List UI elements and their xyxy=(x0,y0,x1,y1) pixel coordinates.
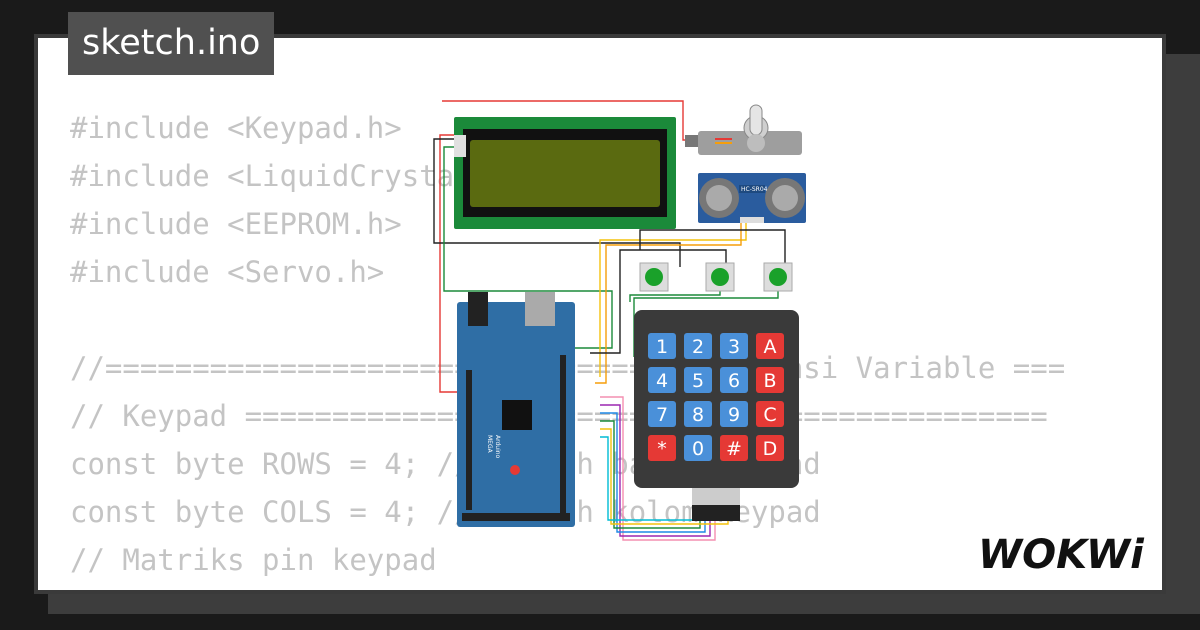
wire-purple xyxy=(600,404,711,537)
wire-red xyxy=(439,134,462,393)
sensor-model-label: HC-SR04 xyxy=(741,186,768,193)
key-4: 4 xyxy=(648,367,676,393)
svg-text:D: D xyxy=(763,438,778,460)
svg-text:4: 4 xyxy=(656,370,668,392)
svg-text:B: B xyxy=(763,370,776,392)
ultrasonic-sensor: HC-SR04 xyxy=(698,173,806,223)
svg-text:#: # xyxy=(726,438,742,460)
key-0: 0 xyxy=(684,435,712,461)
code-line: #include <EEPROM.h> xyxy=(70,207,402,241)
wire-blue xyxy=(600,412,706,533)
servo-motor xyxy=(685,104,802,155)
svg-text:8: 8 xyxy=(692,404,704,426)
key-9: 9 xyxy=(720,401,748,427)
wire-orange xyxy=(595,223,742,384)
svg-text:2: 2 xyxy=(692,336,704,358)
key-a: A xyxy=(756,333,784,359)
arduino-mega-board: Arduino MEGA xyxy=(457,292,575,527)
key-8: 8 xyxy=(684,401,712,427)
key-1: 1 xyxy=(648,333,676,359)
code-line: #include <Servo.h> xyxy=(70,255,385,289)
wokwi-logo-text: WOKWi xyxy=(978,532,1145,576)
keypad-4x4: 1 2 3 A 4 5 6 B 7 8 9 C * 0 # D xyxy=(634,310,799,521)
circuit-diagram: HC-SR04 Arduino MEGA 1 2 3 A 4 5 6 B xyxy=(433,100,806,541)
key-hash: # xyxy=(720,435,748,461)
key-d: D xyxy=(756,435,784,461)
svg-text:9: 9 xyxy=(728,404,740,426)
code-line: char keys[ROWS][COLS] = { xyxy=(70,584,1065,590)
lcd-display xyxy=(454,117,676,229)
key-5: 5 xyxy=(684,367,712,393)
key-7: 7 xyxy=(648,401,676,427)
wire-black xyxy=(639,229,786,267)
key-star: * xyxy=(648,435,676,461)
filename-tab[interactable]: sketch.ino xyxy=(68,12,275,75)
svg-text:1: 1 xyxy=(656,336,668,358)
key-3: 3 xyxy=(720,333,748,359)
board-brand-label: Arduino xyxy=(494,435,501,459)
wire-cyan xyxy=(600,436,736,521)
key-c: C xyxy=(756,401,784,427)
board-model-label: MEGA xyxy=(486,435,493,454)
wire-green xyxy=(600,420,701,529)
svg-text:3: 3 xyxy=(728,336,740,358)
wire-black xyxy=(590,249,727,354)
svg-text:*: * xyxy=(657,438,667,460)
wire-pink xyxy=(600,396,716,541)
svg-text:0: 0 xyxy=(692,438,704,460)
code-line: #include <Keypad.h> xyxy=(70,111,402,145)
push-button xyxy=(639,262,669,292)
code-line: // Matriks pin keypad xyxy=(70,543,437,577)
wokwi-logo: WOKWi xyxy=(978,532,1145,576)
wires xyxy=(433,100,786,541)
wire-yellow xyxy=(599,223,747,377)
wire-yellow xyxy=(600,428,729,525)
svg-text:A: A xyxy=(764,336,777,358)
svg-text:C: C xyxy=(763,404,776,426)
push-button xyxy=(705,262,735,292)
push-button xyxy=(763,262,793,292)
key-6: 6 xyxy=(720,367,748,393)
svg-text:7: 7 xyxy=(656,404,668,426)
svg-text:5: 5 xyxy=(692,370,704,392)
key-b: B xyxy=(756,367,784,393)
key-2: 2 xyxy=(684,333,712,359)
wire-black xyxy=(433,138,681,267)
svg-text:6: 6 xyxy=(728,370,740,392)
wire-green xyxy=(443,146,613,349)
